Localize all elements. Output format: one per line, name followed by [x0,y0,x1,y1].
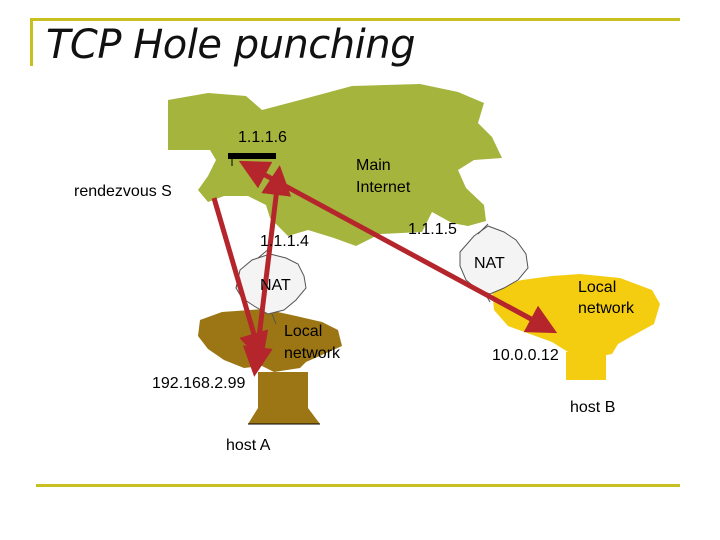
host-a-base [248,408,320,424]
host-a-pillar [258,372,308,408]
nat-b-ip-label: 1.1.1.5 [408,221,457,238]
host-b-label: host B [570,399,615,416]
nat-b-label: NAT [474,255,505,272]
nat-a-ip-label: 1.1.1.4 [260,233,309,250]
frame-left-line [30,18,33,66]
local-network-a [198,309,342,372]
internet-label-line1: Main [356,157,391,174]
host-a-label: host A [226,437,271,454]
host-a-ip-label: 192.168.2.99 [152,375,246,392]
nat-a-label: NAT [260,277,291,294]
slide-title: TCP Hole punching [46,22,415,68]
local-network-b-label-line1: Local [578,279,616,296]
local-network-a-label-line1: Local [284,323,322,340]
rendezvous-label: rendezvous S [74,183,172,200]
local-network-b [492,274,660,358]
arrow-server-to-host-b [238,160,558,334]
host-b-ip-label: 10.0.0.12 [492,347,559,364]
internet-label-line2: Internet [356,179,411,196]
frame-bottom-line [36,484,680,487]
rendezvous-server-bar [228,153,276,159]
local-network-b-label-line2: network [578,300,635,317]
frame-top-line [30,18,680,21]
local-network-a-label-line2: network [284,345,341,362]
server-ip-label: 1.1.1.6 [238,129,287,146]
host-b-pillar [566,352,606,380]
